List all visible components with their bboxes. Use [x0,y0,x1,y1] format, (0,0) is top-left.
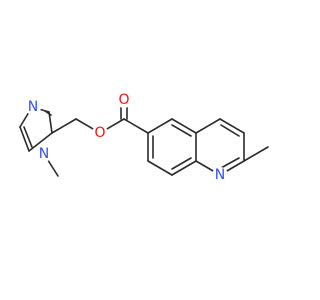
bond [220,124,240,137]
bond [123,118,149,134]
bond [219,118,245,134]
bond [28,132,53,152]
atom-label-layer: O O N N N [25,92,228,183]
bond [171,160,197,176]
bond [171,118,197,134]
label-backdrop [36,146,52,162]
label-backdrop [212,167,228,183]
bond [147,160,173,176]
bond [220,157,240,169]
label-backdrop [116,92,132,108]
carbonyl-oxygen-label: O [118,92,129,108]
bond [171,124,192,137]
bond [19,126,30,152]
ester-oxygen-label: O [94,125,105,141]
structure-canvas: O O N N N [19,92,269,183]
bond [23,126,33,148]
bond [195,118,221,134]
bond-layer [19,99,269,177]
label-backdrop [25,99,41,115]
imidazole-n3-label: N [28,99,38,115]
bond [171,157,192,170]
label-backdrop [92,125,108,141]
bond [51,118,77,134]
imidazole-n1-label: N [39,146,49,162]
bond [243,146,269,162]
quinoline-n-label: N [215,167,225,183]
bond [48,111,53,134]
molecule-diagram: O O N N N [19,92,269,183]
bond [147,118,173,134]
